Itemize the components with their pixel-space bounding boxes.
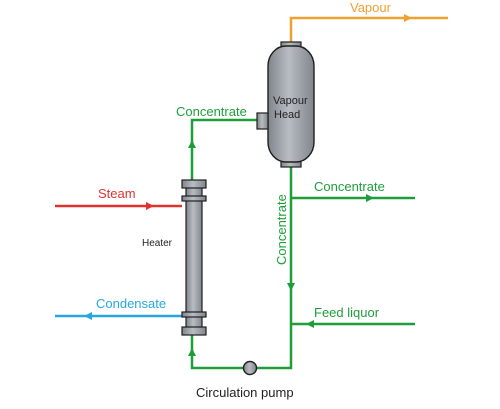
condensate-line [55,312,182,320]
concentrate-vertical-label: Concentrate [274,194,289,265]
steam-line [55,202,182,210]
concentrate-right-label: Concentrate [314,179,385,194]
circulation-pump-label: Circulation pump [196,385,294,400]
circulation-pump-icon [242,360,258,376]
vapour-line [289,14,448,44]
vapour-head-vessel [256,41,315,168]
concentrate-top-label: Concentrate [176,104,247,119]
feed-liquor-label: Feed liquor [314,305,380,320]
condensate-label: Condensate [96,296,166,311]
process-arrows [188,140,374,356]
heater-exchanger [181,179,207,336]
steam-label: Steam [98,186,136,201]
vapour-head-label-line1: Vapour [273,95,308,107]
heater-label: Heater [142,238,173,249]
vapour-head-label-line2: Head [274,109,300,121]
process-lines [190,118,415,370]
vapour-label: Vapour [350,0,392,15]
